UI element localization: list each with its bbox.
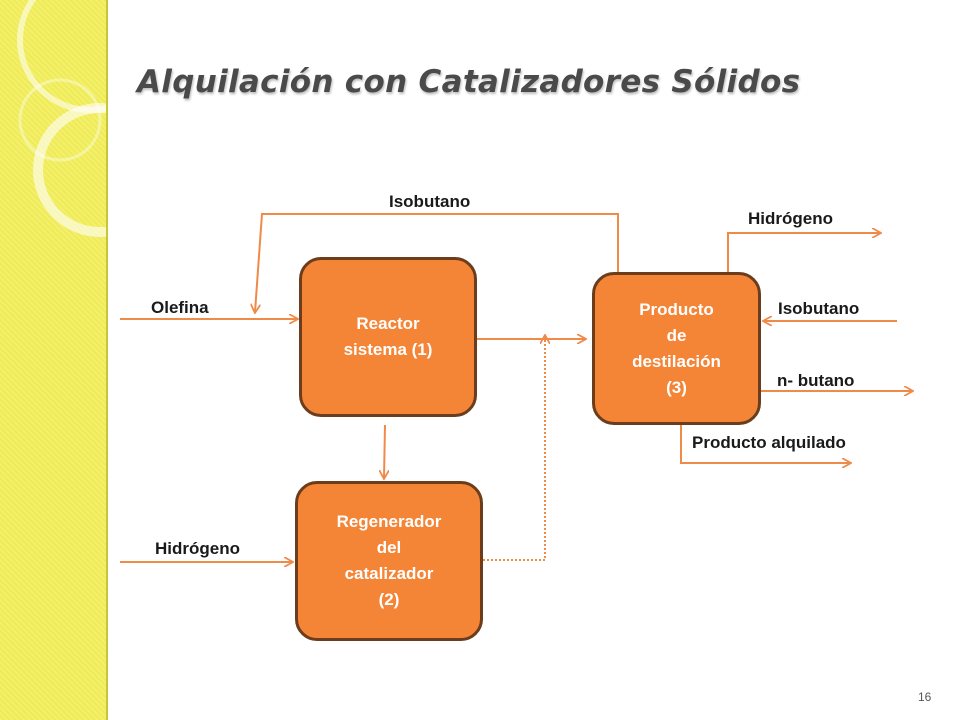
- reactor-line-2: sistema (1): [343, 340, 433, 359]
- label-isobutano-right: Isobutano: [778, 299, 860, 318]
- destilacion-line-4: (3): [666, 377, 687, 397]
- destilacion-box: Producto de destilación (3): [592, 272, 761, 425]
- label-n-butano: n- butano: [777, 371, 855, 390]
- slide-title: Alquilación con Catalizadores Sólidos: [137, 64, 801, 100]
- label-producto-alquilado: Producto alquilado: [692, 433, 846, 452]
- destilacion-line-1: Producto: [639, 299, 714, 319]
- destilacion-line-2: de: [666, 325, 687, 345]
- label-hidrogeno-left: Hidrógeno: [155, 539, 240, 558]
- reactor-line-1: Reactor: [356, 314, 420, 333]
- regenerador-line-3: catalizador: [344, 564, 434, 583]
- reactor-box: Reactor sistema (1): [299, 257, 477, 417]
- arrow-isobutano-recycle: [255, 213, 619, 312]
- arrow-hidrogeno-out: [727, 233, 880, 272]
- decorative-circles: [17, 0, 106, 237]
- destilacion-line-3: destilación: [632, 351, 721, 371]
- label-olefina: Olefina: [151, 298, 209, 317]
- decorative-sidebar: [0, 0, 108, 720]
- arrow-regenerador-to-destilacion: [483, 336, 545, 561]
- regenerador-line-2: del: [376, 538, 402, 557]
- regenerador-box: Regenerador del catalizador (2): [295, 481, 483, 641]
- arrow-producto-alquilado-out: [680, 422, 850, 463]
- label-hidrogeno-right: Hidrógeno: [748, 209, 833, 228]
- label-isobutano-top: Isobutano: [389, 192, 471, 211]
- regenerador-line-4: (2): [378, 590, 400, 609]
- regenerador-line-1: Regenerador: [336, 512, 442, 531]
- page-number: 16: [918, 690, 932, 704]
- arrow-reactor-to-regenerador: [384, 424, 385, 478]
